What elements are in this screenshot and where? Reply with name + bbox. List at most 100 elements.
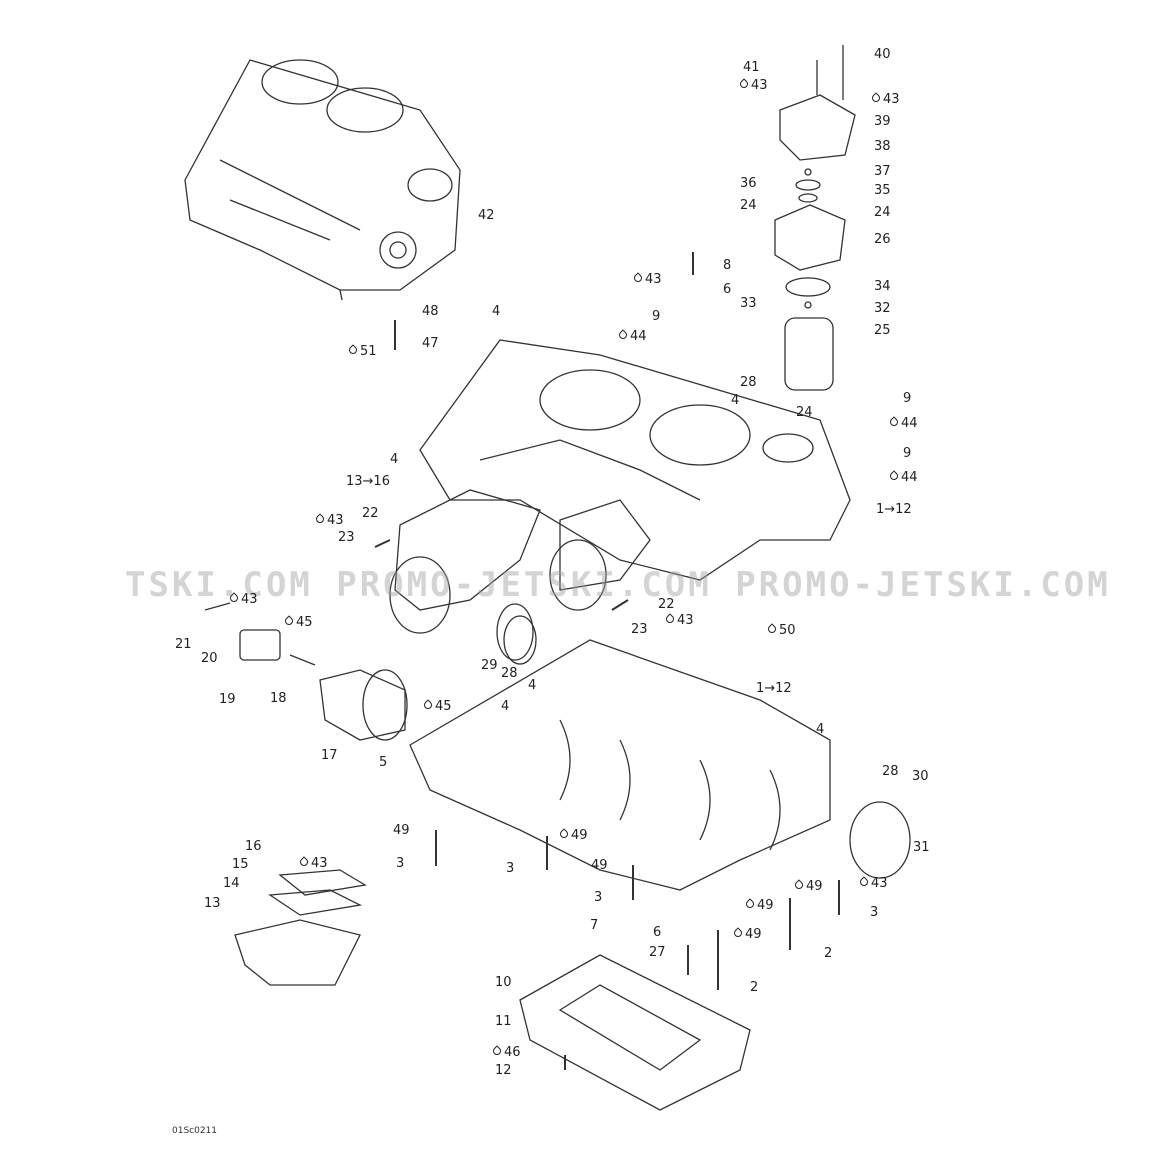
callout-label: 44 bbox=[888, 470, 918, 485]
callout-number: 23 bbox=[631, 622, 648, 637]
callout-number: 4 bbox=[528, 678, 537, 693]
callout-label: 3 bbox=[506, 862, 514, 876]
callout-number: 1→12 bbox=[876, 502, 912, 517]
callout-number: 24 bbox=[740, 198, 757, 213]
callout-label: 26 bbox=[874, 233, 891, 247]
callout-number: 2 bbox=[824, 946, 833, 961]
callout-number: 44 bbox=[901, 416, 918, 431]
callout-label: 23 bbox=[631, 623, 648, 637]
callout-label: 44 bbox=[617, 329, 647, 344]
oil-drop-icon bbox=[888, 416, 900, 428]
rotary-valve-assembly bbox=[774, 45, 856, 391]
callout-label: 14 bbox=[223, 877, 240, 891]
callout-number: 43 bbox=[311, 856, 328, 871]
callout-label: 46 bbox=[491, 1045, 521, 1060]
callout-label: 36 bbox=[740, 177, 757, 191]
callout-number: 5 bbox=[379, 755, 388, 770]
callout-number: 24 bbox=[874, 205, 891, 220]
callout-label: 31 bbox=[913, 841, 930, 855]
callout-label: 49 bbox=[591, 859, 608, 873]
callout-label: 22 bbox=[362, 507, 379, 521]
callout-label: 49 bbox=[732, 927, 762, 942]
callout-number: 49 bbox=[571, 828, 588, 843]
callout-label: 43 bbox=[298, 856, 328, 871]
callout-number: 18 bbox=[270, 691, 287, 706]
callout-label: 45 bbox=[283, 615, 313, 630]
callout-label: 4 bbox=[528, 679, 536, 693]
upper-crankcase bbox=[419, 339, 851, 581]
callout-label: 38 bbox=[874, 140, 891, 154]
callout-number: 44 bbox=[901, 470, 918, 485]
oil-drop-icon bbox=[558, 828, 570, 840]
callout-number: 42 bbox=[478, 208, 495, 223]
callout-label: 43 bbox=[738, 78, 768, 93]
intake-manifolds bbox=[389, 489, 651, 665]
callout-number: 36 bbox=[740, 176, 757, 191]
callout-label: 29 bbox=[481, 659, 498, 673]
callout-label: 32 bbox=[874, 302, 891, 316]
oil-drop-icon bbox=[664, 613, 676, 625]
callout-label: 28 bbox=[882, 765, 899, 779]
oil-drop-icon bbox=[617, 329, 629, 341]
callout-number: 28 bbox=[740, 375, 757, 390]
callout-number: 2 bbox=[750, 980, 759, 995]
callout-label: 24 bbox=[796, 406, 813, 420]
callout-label: 37 bbox=[874, 165, 891, 179]
oil-drop-icon bbox=[314, 513, 326, 525]
callout-label: 8 bbox=[723, 259, 731, 273]
callout-label: 23 bbox=[338, 531, 355, 545]
callout-label: 1→12 bbox=[756, 682, 792, 696]
callout-label: 49 bbox=[558, 828, 588, 843]
lower-crankcase bbox=[409, 639, 911, 891]
callout-number: 28 bbox=[882, 764, 899, 779]
oil-drop-icon bbox=[283, 615, 295, 627]
callout-label: 24 bbox=[740, 199, 757, 213]
oil-drop-icon bbox=[228, 592, 240, 604]
callout-label: 47 bbox=[422, 337, 439, 351]
callout-label: 9 bbox=[903, 447, 911, 461]
callout-number: 3 bbox=[396, 856, 405, 871]
callout-label: 50 bbox=[766, 623, 796, 638]
callout-number: 43 bbox=[751, 78, 768, 93]
callout-label: 4 bbox=[816, 723, 824, 737]
callout-number: 9 bbox=[652, 309, 661, 324]
oil-drop-icon bbox=[347, 344, 359, 356]
callout-label: 2 bbox=[824, 947, 832, 961]
callout-label: 19 bbox=[219, 693, 236, 707]
callout-number: 8 bbox=[723, 258, 732, 273]
callout-number: 29 bbox=[481, 658, 498, 673]
callout-label: 15 bbox=[232, 858, 249, 872]
callout-label: 27 bbox=[649, 946, 666, 960]
callout-label: 4 bbox=[492, 305, 500, 319]
callout-label: 21 bbox=[175, 638, 192, 652]
callout-number: 51 bbox=[360, 344, 377, 359]
callout-label: 10 bbox=[495, 976, 512, 990]
callout-label: 28 bbox=[740, 376, 757, 390]
oil-drop-icon bbox=[744, 898, 756, 910]
callout-label: 25 bbox=[874, 324, 891, 338]
callout-number: 19 bbox=[219, 692, 236, 707]
callout-number: 49 bbox=[393, 823, 410, 838]
callout-number: 47 bbox=[422, 336, 439, 351]
callout-number: 43 bbox=[241, 592, 258, 607]
callout-number: 35 bbox=[874, 183, 891, 198]
callout-number: 40 bbox=[874, 47, 891, 62]
callout-label: 13 bbox=[204, 897, 221, 911]
callout-number: 49 bbox=[745, 927, 762, 942]
oil-drop-icon bbox=[632, 272, 644, 284]
callout-number: 49 bbox=[591, 858, 608, 873]
oil-drop-icon bbox=[422, 699, 434, 711]
callout-label: 43 bbox=[632, 272, 662, 287]
callout-number: 6 bbox=[653, 925, 662, 940]
callout-number: 30 bbox=[912, 769, 929, 784]
callout-number: 25 bbox=[874, 323, 891, 338]
oil-drop-icon bbox=[738, 78, 750, 90]
callout-number: 11 bbox=[495, 1014, 512, 1029]
callout-label: 4 bbox=[390, 453, 398, 467]
callout-number: 16 bbox=[245, 839, 262, 854]
callout-label: 11 bbox=[495, 1015, 512, 1029]
callout-number: 37 bbox=[874, 164, 891, 179]
watermark: TSKI.COM PROMO-JETSKI.COM PROMO-JETSKI.C… bbox=[125, 565, 1111, 605]
callout-number: 39 bbox=[874, 114, 891, 129]
callout-label: 22 bbox=[658, 598, 675, 612]
